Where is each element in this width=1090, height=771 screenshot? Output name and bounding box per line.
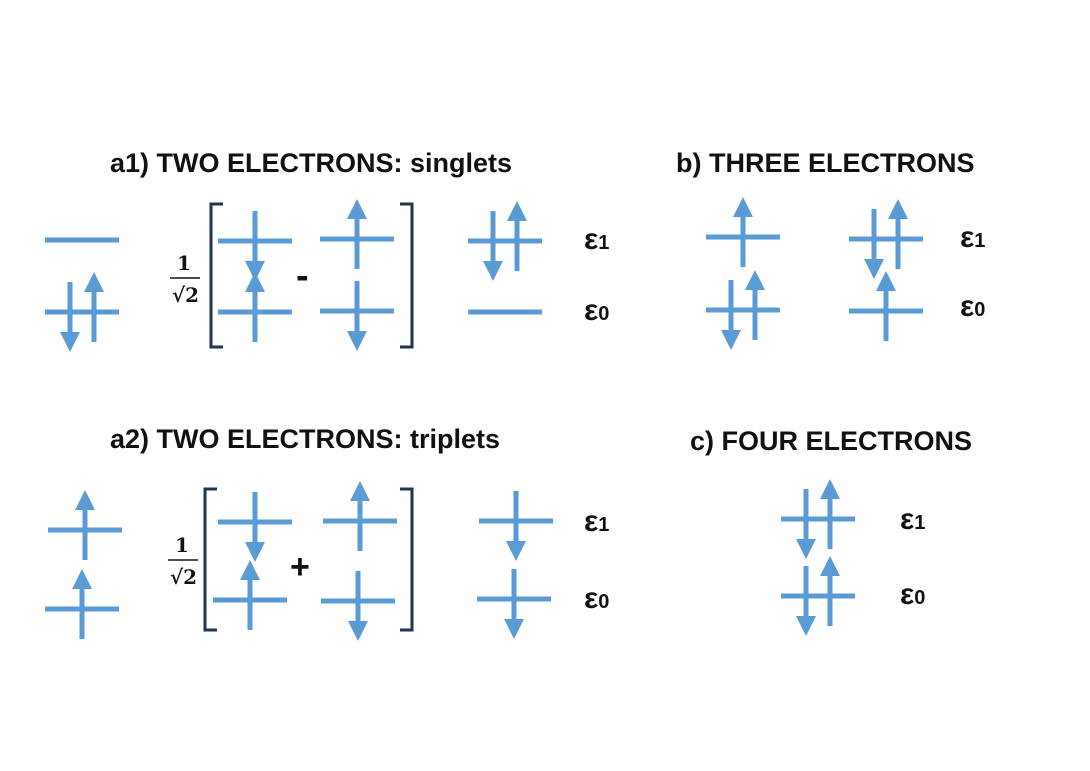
b-eps-1: ε1 (960, 221, 985, 254)
fraction-numerator: 1 (177, 251, 191, 275)
a2-b2-upper (323, 481, 397, 551)
bracket-left (203, 487, 217, 632)
a1-eps-0: ε0 (584, 294, 609, 327)
epsilon-subscript: 0 (974, 299, 985, 321)
a1-eps-1: ε1 (584, 223, 609, 256)
minus-sign: - (296, 255, 309, 297)
a1-b2-lower (320, 281, 394, 351)
a2-b1-upper (218, 492, 292, 562)
epsilon-subscript: 0 (598, 591, 609, 613)
b-eps-0: ε0 (960, 290, 985, 323)
a2-left-upper (48, 490, 122, 560)
epsilon-subscript: 0 (914, 587, 925, 609)
a2-eps-1: ε1 (584, 505, 609, 538)
epsilon-subscript: 1 (914, 512, 925, 534)
c-lower (781, 556, 855, 636)
levels-layer (45, 197, 923, 641)
title-a2: a2) TWO ELECTRONS: triplets (110, 424, 501, 454)
a2-fraction: 1√2 (168, 533, 198, 589)
a1-b1-lower (218, 272, 292, 342)
fraction-numerator: 1 (175, 533, 189, 557)
a1-fraction: 1√2 (170, 251, 200, 307)
a2-left-lower (45, 569, 119, 639)
title-c: c) FOUR ELECTRONS (690, 426, 973, 456)
b-left-lower (706, 270, 780, 350)
a2-right-lower (477, 569, 551, 639)
a2-right-upper (479, 491, 553, 561)
bracket-right (400, 487, 414, 632)
b-right-lower (849, 271, 923, 341)
bracket-left (209, 202, 223, 349)
epsilon-subscript: 0 (598, 303, 609, 325)
a1-b2-upper (320, 199, 394, 269)
a1-right-upper (468, 201, 542, 281)
c-eps-1: ε1 (900, 503, 925, 536)
epsilon-subscript: 1 (598, 514, 609, 536)
epsilon-subscript: 1 (598, 232, 609, 254)
a1-b1-upper (218, 211, 292, 281)
plus-sign: + (290, 548, 310, 586)
a2-b2-lower (321, 571, 395, 641)
a2-eps-0: ε0 (584, 582, 609, 615)
bracket-right (400, 202, 414, 349)
a2-b1-lower (213, 560, 287, 630)
title-a1: a1) TWO ELECTRONS: singlets (110, 148, 513, 178)
b-left-upper (706, 197, 780, 267)
a2-brackets (203, 487, 414, 632)
b-right-upper (849, 199, 923, 279)
a1-brackets (209, 202, 414, 349)
fraction-denominator: √2 (172, 283, 199, 307)
title-b: b) THREE ELECTRONS (676, 148, 975, 178)
c-eps-0: ε0 (900, 578, 925, 611)
c-upper (781, 479, 855, 559)
epsilon-subscript: 1 (974, 230, 985, 252)
fraction-denominator: √2 (170, 565, 197, 589)
a1-paired-lower (45, 272, 119, 352)
